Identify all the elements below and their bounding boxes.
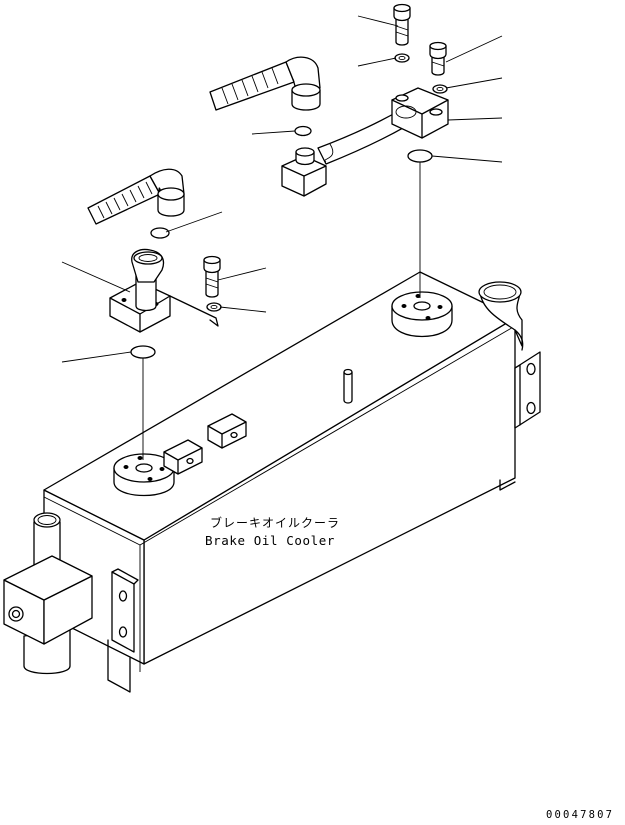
upper-tube-assembly [281,87,449,197]
left-elbow-fitting [109,248,219,333]
component-name-en: Brake Oil Cooler [205,533,335,548]
tank-right-bottom-skirt [499,479,516,491]
bolt-left [203,255,221,298]
o-ring-lower [130,345,156,359]
small-mounting-block-1 [163,439,203,475]
lower-port-flange [113,453,175,497]
washer-left [206,302,222,312]
leader-lines [61,15,503,363]
o-ring-upper [407,149,433,163]
front-mounting-bracket [111,568,139,653]
left-outlet-pipe [3,512,93,675]
washer-top-left [394,53,410,63]
o-ring-upper-elbow [294,125,312,137]
o-ring-left-elbow [150,227,170,239]
bolt-top-left [393,3,411,46]
locating-pin [343,368,353,404]
right-mounting-bracket [514,351,541,429]
right-outlet-pipe [478,281,524,351]
upper-hose [209,56,321,111]
tank-bottom-skirt [107,639,131,693]
upper-port-flange [391,291,453,338]
bolt-top-right [429,41,447,76]
drawing-number: 00047807 [546,809,614,821]
component-name-jp: ブレーキオイルクーラ [210,515,340,530]
washer-top-right [432,84,448,94]
left-hose [87,168,185,225]
small-mounting-block-2 [207,413,247,449]
pipe-block-top [3,555,93,601]
